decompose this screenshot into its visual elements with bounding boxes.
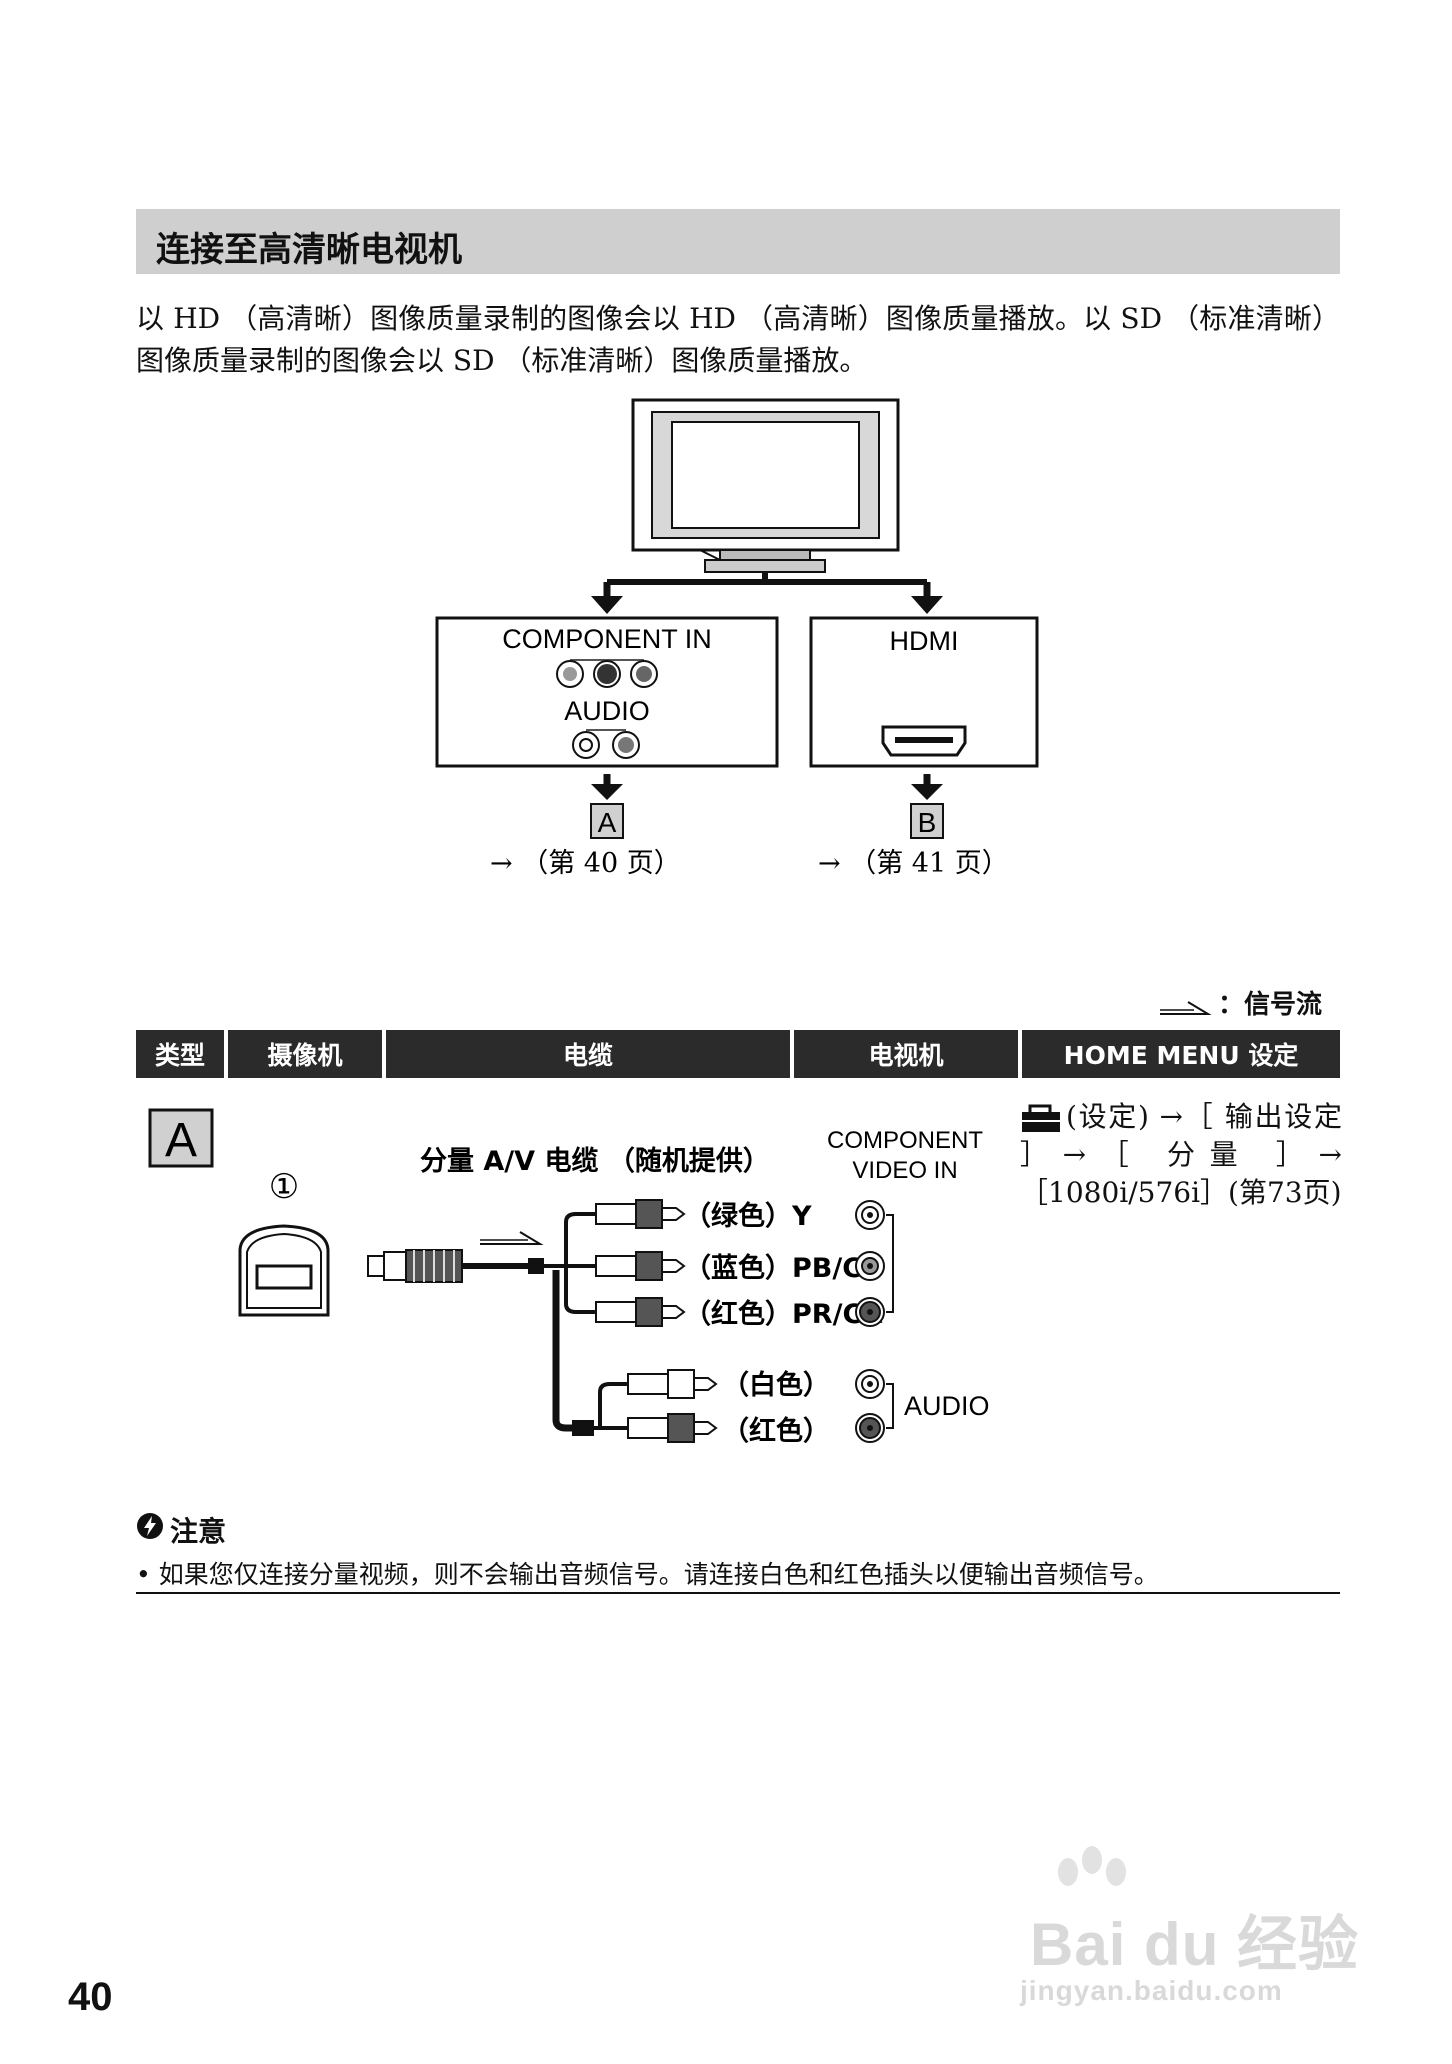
branch-arrows	[591, 572, 943, 614]
svg-text:B: B	[918, 807, 937, 838]
badge-b: B	[910, 803, 944, 839]
table-header: 类型 摄像机 电缆 电视机 HOME MENU 设定	[136, 1030, 1340, 1078]
camera-component-jack-icon	[238, 1224, 330, 1317]
plug-label-red-audio: （红色）	[722, 1415, 830, 1447]
col-header-home-menu: HOME MENU 设定	[1022, 1030, 1340, 1078]
note-text: • 如果您仅连接分量视频，则不会输出音频信号。请连接白色和红色插头以便输出音频信…	[136, 1560, 1159, 1589]
toolbox-settings-icon	[1022, 1104, 1060, 1132]
plug-white-audio-icon	[627, 1369, 718, 1399]
watermark-url: jingyan.baidu.com	[1020, 1975, 1283, 2006]
tv-port-label-line2: VIDEO IN	[852, 1157, 957, 1184]
signal-flow-arrow-icon	[480, 1231, 544, 1245]
home-menu-setting: (设定) →［ 输出设定 ］→［ 分量 ］→［1080i/576i］(第73页)	[1020, 1100, 1342, 1209]
section-header-bar	[136, 209, 1340, 274]
plug-label-green: （绿色）Y	[684, 1200, 812, 1232]
row-a-diagram: A ① 分量 A/V 电缆 （随机提供）	[148, 1108, 990, 1447]
cable-title: 分量 A/V 电缆 （随机提供）	[420, 1146, 770, 1177]
note-title: 注意	[170, 1515, 227, 1548]
svg-text:A: A	[598, 807, 617, 838]
badge-arrows	[591, 774, 943, 800]
camera-step-marker: ①	[269, 1168, 299, 1206]
tv-audio-label: AUDIO	[904, 1391, 990, 1421]
signal-flow-arrow-icon	[1160, 1001, 1212, 1015]
page-ref-b: → （第 41 页）	[818, 848, 1009, 879]
baidu-paw-icon	[1058, 1846, 1126, 1886]
connection-diagram: COMPONENT IN AUDIO HDMI A B → （第 40 页） →…	[435, 398, 1039, 879]
plug-label-blue: （蓝色）PB/CB	[684, 1252, 883, 1284]
plug-red-audio-icon	[627, 1413, 718, 1443]
component-input-panel: COMPONENT IN AUDIO	[435, 616, 779, 768]
plug-blue-icon	[595, 1251, 686, 1281]
badge-a: A	[590, 803, 624, 839]
tv-illustration	[631, 398, 900, 573]
section-title: 连接至高清晰电视机	[156, 230, 462, 270]
plug-label-white: （白色）	[722, 1369, 830, 1401]
col-header-type: 类型	[136, 1030, 224, 1078]
audio-label: AUDIO	[564, 696, 650, 726]
intro-paragraph: 以 HD （高清晰）图像质量录制的图像会以 HD （高清晰）图像质量播放。以 S…	[136, 302, 1340, 377]
page-ref-a: → （第 40 页）	[490, 848, 681, 879]
plug-label-red-video: （红色）PR/CR	[684, 1298, 883, 1330]
tv-component-jacks	[855, 1200, 894, 1327]
signal-flow-legend: ：信号流	[1218, 990, 1323, 1020]
component-cable	[462, 1212, 628, 1436]
note-divider	[136, 1592, 1340, 1594]
plug-green-icon	[595, 1199, 686, 1229]
camera-side-plug-icon	[367, 1249, 463, 1283]
svg-text:A: A	[165, 1114, 197, 1167]
col-header-cable: 电缆	[386, 1030, 790, 1078]
plug-red-video-icon	[595, 1297, 686, 1327]
hdmi-input-panel: HDMI	[809, 616, 1039, 768]
page-number: 40	[68, 1975, 113, 2019]
tv-port-label-line1: COMPONENT	[827, 1127, 983, 1154]
hdmi-label: HDMI	[890, 626, 959, 656]
col-header-tv: 电视机	[794, 1030, 1018, 1078]
caution-icon	[137, 1513, 163, 1539]
component-in-label: COMPONENT IN	[502, 624, 712, 654]
row-a-type-badge: A	[148, 1108, 214, 1168]
col-header-camera: 摄像机	[228, 1030, 382, 1078]
watermark-logo-text: Bai du 经验	[1030, 1911, 1360, 1978]
tv-audio-jacks	[855, 1369, 894, 1443]
